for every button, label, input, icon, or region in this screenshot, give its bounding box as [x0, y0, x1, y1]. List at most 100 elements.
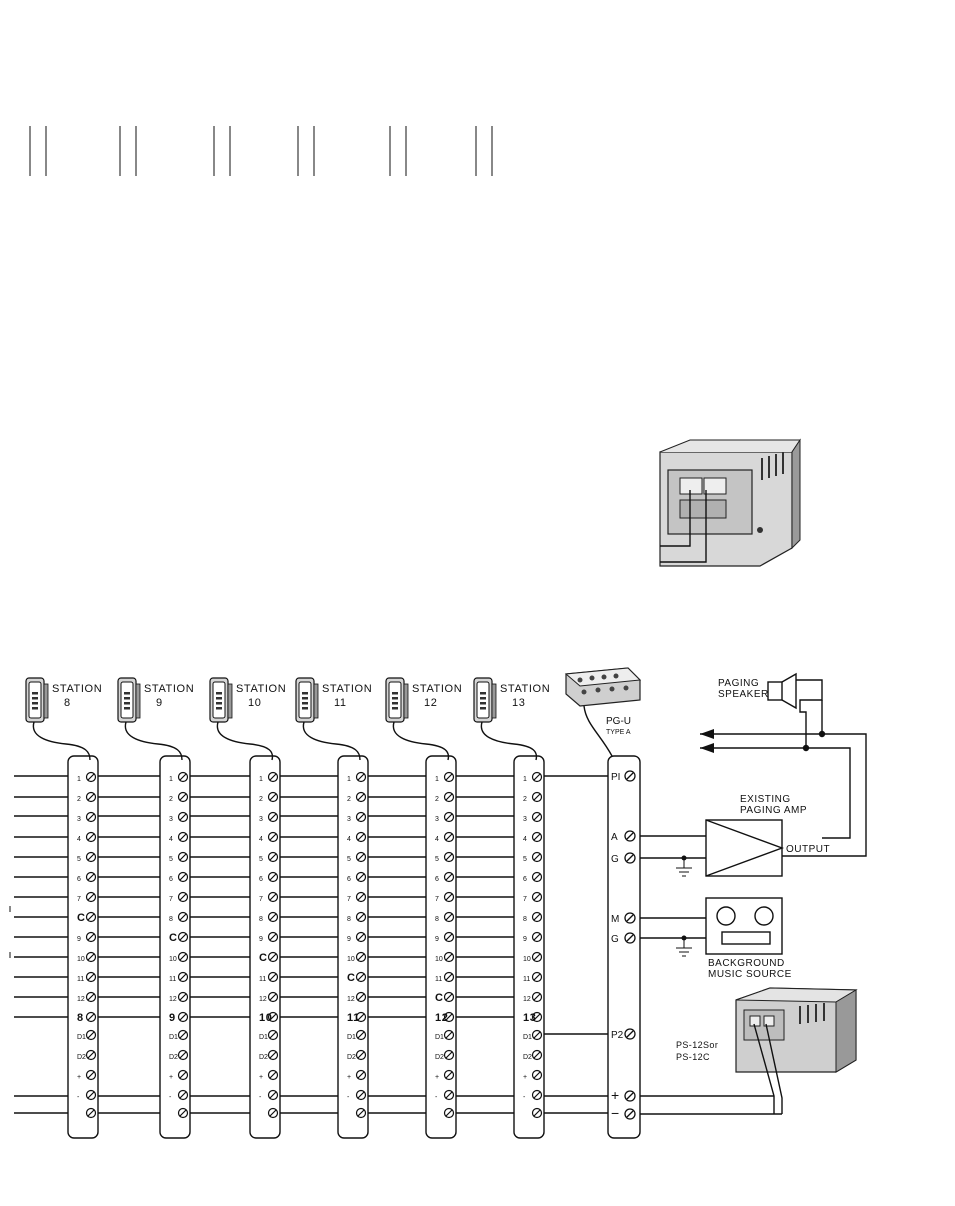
screw-slot — [179, 993, 187, 1001]
station-label: STATION — [322, 683, 372, 695]
terminal-screw — [355, 1107, 367, 1119]
terminal-screw — [267, 1069, 279, 1081]
terminal-label: 5 — [435, 856, 439, 863]
screw-slot — [269, 853, 277, 861]
screw-slot — [269, 953, 277, 961]
screw-slot — [533, 833, 541, 841]
terminal-screw — [267, 931, 279, 943]
terminal-label: 6 — [347, 876, 351, 883]
terminal-screw — [443, 851, 455, 863]
terminal-label: 8 — [169, 916, 173, 923]
terminal-label: D2 — [435, 1054, 444, 1061]
terminal-label: + — [523, 1074, 527, 1081]
handset-cord — [480, 721, 538, 761]
screw-slot — [269, 973, 277, 981]
terminal-screw — [531, 991, 543, 1003]
power-supply-top-image — [659, 438, 801, 567]
screw-slot — [87, 993, 95, 1001]
terminal-screw — [443, 891, 455, 903]
terminal-screw — [267, 1049, 279, 1061]
terminal-label: 6 — [77, 876, 81, 883]
screw-slot — [179, 1071, 187, 1079]
terminal-screw — [85, 991, 97, 1003]
terminal-screw — [443, 1049, 455, 1061]
keypad-row — [392, 697, 398, 700]
amp-output-label: OUTPUT — [786, 844, 830, 855]
station-label: STATION — [144, 683, 194, 695]
screw-slot — [87, 1031, 95, 1039]
screw-slot — [87, 893, 95, 901]
pgu-terminal: M — [611, 912, 636, 925]
screw-slot — [269, 873, 277, 881]
terminal-screw — [531, 891, 543, 903]
screw-slot — [445, 953, 453, 961]
screw-slot — [445, 893, 453, 901]
terminal-label: D2 — [523, 1054, 532, 1061]
terminal-label: 4 — [347, 836, 351, 843]
terminal-label: 2 — [259, 796, 263, 803]
pgu-terminal: + — [611, 1087, 636, 1103]
keypad-row — [480, 697, 486, 700]
terminal-label: 6 — [523, 876, 527, 883]
terminal-screw — [177, 831, 189, 843]
terminal-screw — [531, 1069, 543, 1081]
screw-slot — [87, 873, 95, 881]
station-number: 12 — [424, 697, 437, 709]
screw-slot — [445, 973, 453, 981]
terminal-label: 10 — [77, 956, 85, 963]
screw-slot — [87, 833, 95, 841]
terminal-label: 11 — [435, 976, 442, 983]
terminal-screw — [85, 911, 97, 923]
terminal-screw — [355, 851, 367, 863]
terminal-screw — [267, 971, 279, 983]
terminal-label: D2 — [169, 1054, 178, 1061]
screw-slot — [445, 793, 453, 801]
terminal-label: 2 — [77, 796, 81, 803]
terminal-screw — [443, 1029, 455, 1041]
terminal-label: D1 — [259, 1034, 268, 1041]
terminal-screw — [177, 951, 189, 963]
screw-slot — [269, 1031, 277, 1039]
screw-slot — [179, 933, 187, 941]
screw-slot — [357, 1051, 365, 1059]
terminal-label: 5 — [169, 856, 173, 863]
terminal-screw — [267, 1089, 279, 1101]
screw-slot — [357, 1013, 365, 1021]
screw-slot — [357, 813, 365, 821]
terminal-screw — [85, 871, 97, 883]
screw-slot — [179, 893, 187, 901]
handset-cord — [124, 721, 183, 761]
strip-body — [337, 755, 369, 1139]
terminal-label: 11 — [347, 1012, 360, 1024]
screw-slot — [87, 973, 95, 981]
station-number: 11 — [334, 697, 347, 709]
terminal-label: 2 — [347, 796, 351, 803]
terminal-label: - — [347, 1094, 350, 1101]
terminal-screw — [443, 831, 455, 843]
screw-slot — [179, 833, 187, 841]
terminal-label: D1 — [435, 1034, 444, 1041]
handset-receiver — [120, 681, 134, 719]
terminal-screw — [267, 991, 279, 1003]
terminal-label: 7 — [169, 896, 173, 903]
keypad-row — [216, 692, 222, 695]
terminal-screw — [355, 1029, 367, 1041]
keypad-row — [302, 707, 308, 710]
terminal-label: 4 — [435, 836, 439, 843]
handset-side — [135, 683, 141, 719]
handset-cord — [32, 721, 91, 761]
strip-body — [249, 755, 281, 1139]
terminal-label: 8 — [347, 916, 351, 923]
terminal-screw — [177, 871, 189, 883]
terminal-screw — [177, 1089, 189, 1101]
existing-paging-amp: EXISTING PAGING AMP OUTPUT — [676, 794, 830, 957]
terminal-label: - — [435, 1094, 438, 1101]
screw-slot — [626, 934, 634, 942]
